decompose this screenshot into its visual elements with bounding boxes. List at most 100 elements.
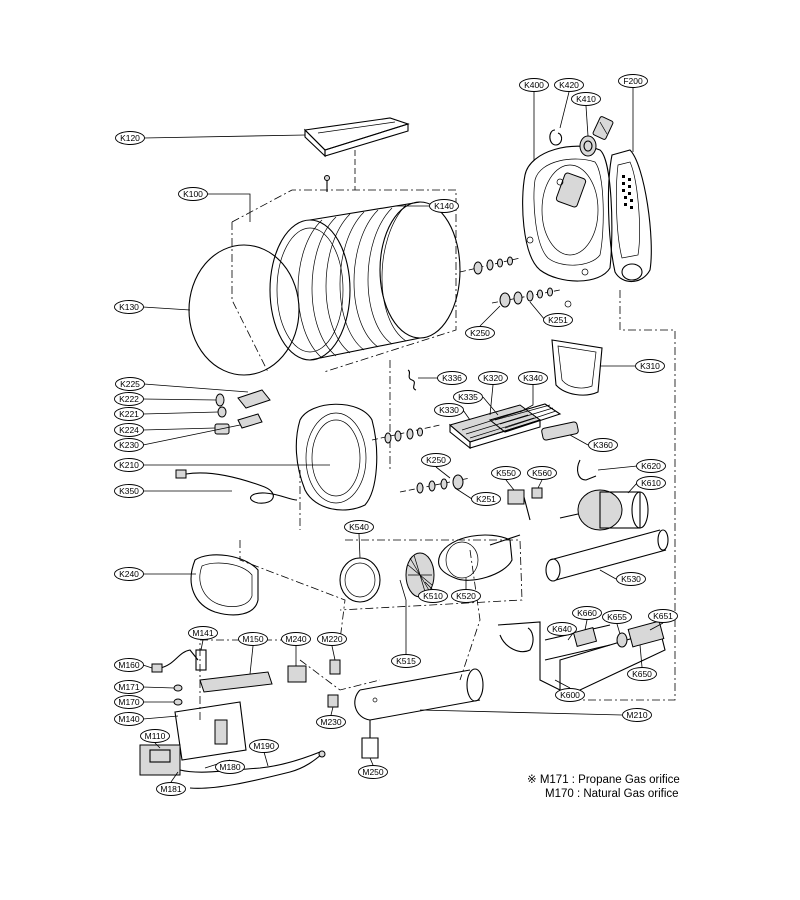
- part-label-text: M171: [118, 682, 140, 692]
- part-label-text: K221: [119, 409, 139, 419]
- part-label-k225: K225: [115, 377, 145, 391]
- part-label-k360: K360: [588, 438, 618, 452]
- assembly-boundaries: [199, 189, 676, 720]
- part-label-text: K225: [120, 379, 140, 389]
- part-label-text: K224: [119, 425, 139, 435]
- part-label-text: M170: [118, 697, 140, 707]
- part-label-text: M250: [362, 767, 384, 777]
- part-label-k410: K410: [571, 92, 601, 106]
- part-label-k550: K550: [491, 466, 521, 480]
- part-label-text: M210: [626, 710, 648, 720]
- k130-drum-front-ring: [142, 244, 300, 376]
- part-label-text: M140: [118, 714, 140, 724]
- part-label-k651: K651: [648, 609, 678, 623]
- part-label-k640: K640: [547, 622, 577, 636]
- k240-front-glide: [143, 554, 259, 616]
- part-label-k230: K230: [114, 438, 144, 452]
- part-label-m220: M220: [317, 632, 347, 646]
- spring-clip: [592, 116, 614, 140]
- part-label-text: M150: [242, 634, 264, 644]
- part-label-text: K240: [119, 569, 139, 579]
- part-label-text: K130: [119, 302, 139, 312]
- part-label-text: K655: [607, 612, 627, 622]
- m250-bracket: [361, 720, 379, 766]
- part-label-text: F200: [623, 76, 643, 86]
- blower-assembly: [339, 533, 521, 655]
- rear-shaft-assembly: [459, 256, 572, 327]
- natural-gas-orifice-note: M170 : Natural Gas orifice: [545, 788, 679, 800]
- part-label-k350: K350: [114, 484, 144, 498]
- part-label-k330: K330: [434, 403, 464, 417]
- part-label-k251: K251: [543, 313, 573, 327]
- part-label-text: K100: [183, 189, 203, 199]
- part-label-m170: M170: [114, 695, 144, 709]
- part-label-k250: K250: [421, 453, 451, 467]
- part-label-text: K250: [426, 455, 446, 465]
- part-label-text: K610: [641, 478, 661, 488]
- door-switch-parts: [505, 479, 543, 521]
- k420-clip: [549, 91, 570, 146]
- part-label-k620: K620: [636, 459, 666, 473]
- part-label-k210: K210: [114, 458, 144, 472]
- part-label-text: K230: [119, 440, 139, 450]
- part-label-text: K560: [532, 468, 552, 478]
- screw: [324, 175, 330, 192]
- k350-power-cord: [143, 469, 298, 504]
- part-label-text: K310: [640, 361, 660, 371]
- k210-front-bulkhead: [143, 403, 378, 511]
- part-label-text: M190: [253, 741, 275, 751]
- part-label-k120: K120: [115, 131, 145, 145]
- part-label-text: K140: [434, 201, 454, 211]
- part-label-m140: M140: [114, 712, 144, 726]
- part-label-k530: K530: [616, 572, 646, 586]
- part-label-text: K335: [458, 392, 478, 402]
- part-label-k224: K224: [114, 423, 144, 437]
- part-label-m110: M110: [140, 729, 170, 743]
- part-label-text: K400: [524, 80, 544, 90]
- part-label-k320: K320: [478, 371, 508, 385]
- part-label-text: K620: [641, 461, 661, 471]
- part-label-text: K530: [621, 574, 641, 584]
- part-label-text: K210: [119, 460, 139, 470]
- k530-blower-duct: [545, 529, 669, 582]
- part-label-text: K320: [483, 373, 503, 383]
- part-label-k130: K130: [114, 300, 144, 314]
- part-label-text: K520: [456, 591, 476, 601]
- part-label-m181: M181: [156, 782, 186, 796]
- part-label-k655: K655: [602, 610, 632, 624]
- part-label-text: K651: [653, 611, 673, 621]
- part-label-text: K510: [423, 591, 443, 601]
- part-label-k420: K420: [554, 78, 584, 92]
- part-label-text: K650: [632, 669, 652, 679]
- part-label-text: K120: [120, 133, 140, 143]
- part-label-k240: K240: [114, 567, 144, 581]
- part-label-m190: M190: [249, 739, 279, 753]
- part-label-m171: M171: [114, 680, 144, 694]
- part-label-m210: M210: [622, 708, 652, 722]
- part-label-text: M110: [145, 731, 166, 741]
- thermostat-parts: [142, 383, 271, 446]
- part-label-k140: K140: [429, 199, 459, 213]
- k400-rear-bulkhead: [522, 92, 613, 282]
- part-label-k310: K310: [635, 359, 665, 373]
- part-label-text: K550: [496, 468, 516, 478]
- part-label-text: K336: [442, 373, 462, 383]
- part-label-text: K515: [396, 656, 416, 666]
- k120-front-panel-bracket: [143, 117, 410, 190]
- part-label-k221: K221: [114, 407, 144, 421]
- part-label-text: K540: [349, 522, 369, 532]
- propane-orifice-note: ※ M171 : Propane Gas orifice: [527, 774, 680, 786]
- part-label-k222: K222: [114, 392, 144, 406]
- part-label-f200: F200: [618, 74, 648, 88]
- gas-valve-sensors: [287, 645, 341, 716]
- m210-combustion-tube: [354, 668, 623, 721]
- part-label-text: M230: [320, 717, 342, 727]
- part-label-m240: M240: [281, 632, 311, 646]
- part-label-text: K251: [548, 315, 568, 325]
- part-label-text: M180: [219, 762, 241, 772]
- part-label-text: K600: [560, 690, 580, 700]
- part-label-k400: K400: [519, 78, 549, 92]
- part-label-text: K340: [523, 373, 543, 383]
- part-label-k340: K340: [518, 371, 548, 385]
